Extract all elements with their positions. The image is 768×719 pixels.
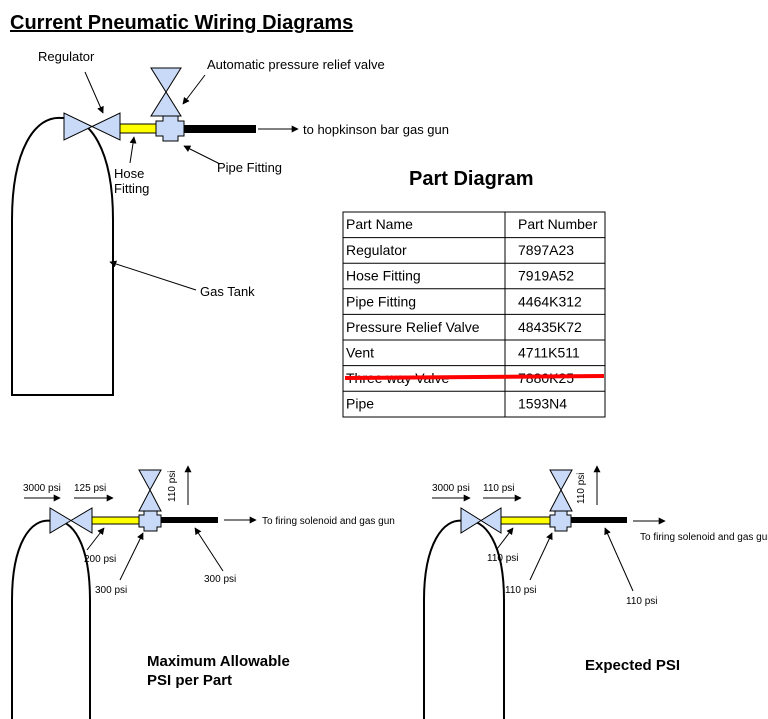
hose-fitting — [119, 123, 157, 134]
parts-table-header-name: Part Name — [346, 216, 413, 232]
label-hose-fitting-line1: Hose — [114, 166, 144, 181]
relief-valve-bottom — [150, 91, 182, 117]
top-system-diagram: Regulator Automatic pressure relief valv… — [11, 49, 449, 396]
parts-table-cell-number: 7897A23 — [518, 242, 574, 258]
arrow-gas-tank — [109, 260, 197, 291]
pipe — [161, 517, 218, 523]
pipe — [184, 125, 256, 133]
relief-valve-top — [549, 469, 573, 492]
arrow-regulator — [84, 71, 104, 114]
gas-tank — [11, 519, 91, 719]
parts-table-cell-number: 4464K312 — [518, 293, 582, 309]
label-gas-tank: Gas Tank — [200, 284, 255, 299]
expected-psi-diagram: 3000 psi 110 psi 110 psi To firing solen… — [423, 465, 768, 719]
relief-valve-bottom — [549, 488, 573, 512]
label-relief-psi: 110 psi — [167, 470, 178, 502]
gas-tank — [11, 116, 114, 396]
label-regulated-psi: 125 psi — [74, 483, 106, 494]
relief-valve-bottom — [138, 488, 162, 512]
arrow-pipe-fitting — [183, 145, 221, 165]
label-destination: to hopkinson bar gas gun — [303, 122, 449, 137]
parts-table-cell-number: 7919A52 — [518, 268, 574, 284]
label-pipe-psi: 110 psi — [626, 596, 658, 607]
arrow-pipe — [194, 527, 224, 572]
label-fitting-psi: 110 psi — [505, 585, 537, 596]
label-regulated-psi: 110 psi — [483, 483, 515, 494]
arrow-relief-valve — [182, 74, 206, 105]
part-diagram-heading: Part Diagram — [409, 168, 534, 190]
arrow-hose — [86, 527, 105, 551]
label-inlet-psi: 3000 psi — [23, 483, 61, 494]
label-destination: To firing solenoid and gas gun — [262, 516, 395, 527]
parts-table-cell-number: 48435K72 — [518, 319, 582, 335]
page-title: Current Pneumatic Wiring Diagrams — [10, 12, 353, 34]
caption-line1: Maximum Allowable — [147, 653, 290, 670]
parts-table-cell-name: Pressure Relief Valve — [346, 319, 480, 335]
parts-table-cell-number: 1593N4 — [518, 396, 567, 412]
arrow-fitting — [119, 532, 144, 581]
gas-tank — [423, 519, 505, 719]
arrow-pipe — [604, 527, 634, 592]
parts-table-header-number: Part Number — [518, 216, 598, 232]
pipe — [571, 517, 627, 523]
parts-table-cell-name: Pipe — [346, 396, 374, 412]
label-relief-psi: 110 psi — [576, 472, 587, 504]
arrow-hose — [496, 527, 514, 550]
hose-fitting — [500, 516, 551, 525]
three-way-valve-strikethrough — [344, 374, 605, 380]
caption: Expected PSI — [585, 657, 680, 674]
regulator-valve-right — [90, 112, 121, 141]
regulator-valve — [460, 507, 482, 534]
relief-valve-top — [138, 469, 162, 492]
label-hose-fitting-line2: Fitting — [114, 181, 149, 196]
label-hose-psi: 200 psi — [84, 554, 116, 565]
parts-table-cell-name: Pipe Fitting — [346, 293, 416, 309]
hose-fitting — [91, 516, 140, 525]
caption-line2: PSI per Part — [147, 672, 232, 689]
arrow-hose-fitting — [129, 136, 137, 164]
pipe-fitting — [138, 510, 162, 532]
regulator-valve — [49, 507, 72, 534]
label-destination: To firing solenoid and gas gun — [640, 532, 768, 543]
label-inlet-psi: 3000 psi — [432, 483, 470, 494]
arrow-fitting — [529, 532, 553, 581]
label-fitting-psi: 300 psi — [95, 585, 127, 596]
part-diagram: Part Diagram Part Name Part Number Regul… — [342, 168, 606, 418]
label-pipe-psi: 300 psi — [204, 574, 236, 585]
regulator-valve — [63, 112, 94, 141]
label-pipe-fitting: Pipe Fitting — [217, 160, 282, 175]
relief-valve-top — [150, 67, 182, 93]
max-psi-diagram: 3000 psi 125 psi 110 psi To firing solen… — [11, 465, 395, 719]
parts-table-cell-name: Regulator — [346, 242, 407, 258]
parts-table-cell-name: Hose Fitting — [346, 268, 421, 284]
pipe-fitting — [549, 510, 572, 532]
parts-table-cell-number: 4711K511 — [518, 345, 580, 361]
label-hose-psi: 110 psi — [487, 553, 519, 564]
pipe-fitting — [155, 115, 185, 142]
label-relief-valve: Automatic pressure relief valve — [207, 57, 385, 72]
parts-table-cell-name: Vent — [346, 345, 374, 361]
label-regulator: Regulator — [38, 49, 95, 64]
